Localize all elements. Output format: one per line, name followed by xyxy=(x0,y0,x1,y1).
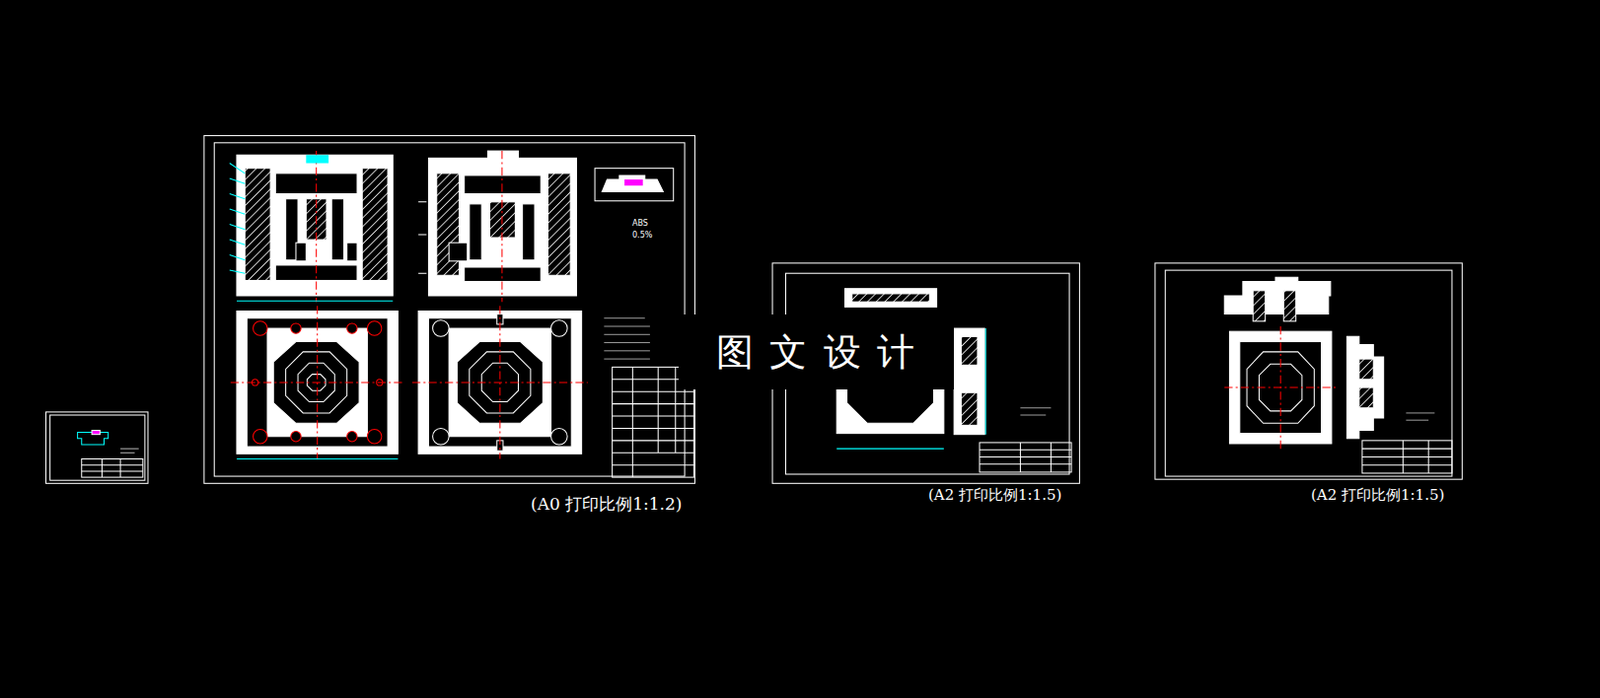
watermark-text: 图 文 设 计 xyxy=(716,327,916,378)
watermark-box: 图 文 设 计 xyxy=(678,314,954,390)
sheet-scale-note: (A2 打印比例1:1.5) xyxy=(928,486,1062,506)
sheet-scale-note: (A0 打印比例1:1.2) xyxy=(530,493,682,516)
material-note: ABS xyxy=(632,218,649,228)
sheet-scale-note: (A2 打印比例1:1.5) xyxy=(1310,486,1445,506)
shrinkage-note: 0.5% xyxy=(632,230,653,240)
